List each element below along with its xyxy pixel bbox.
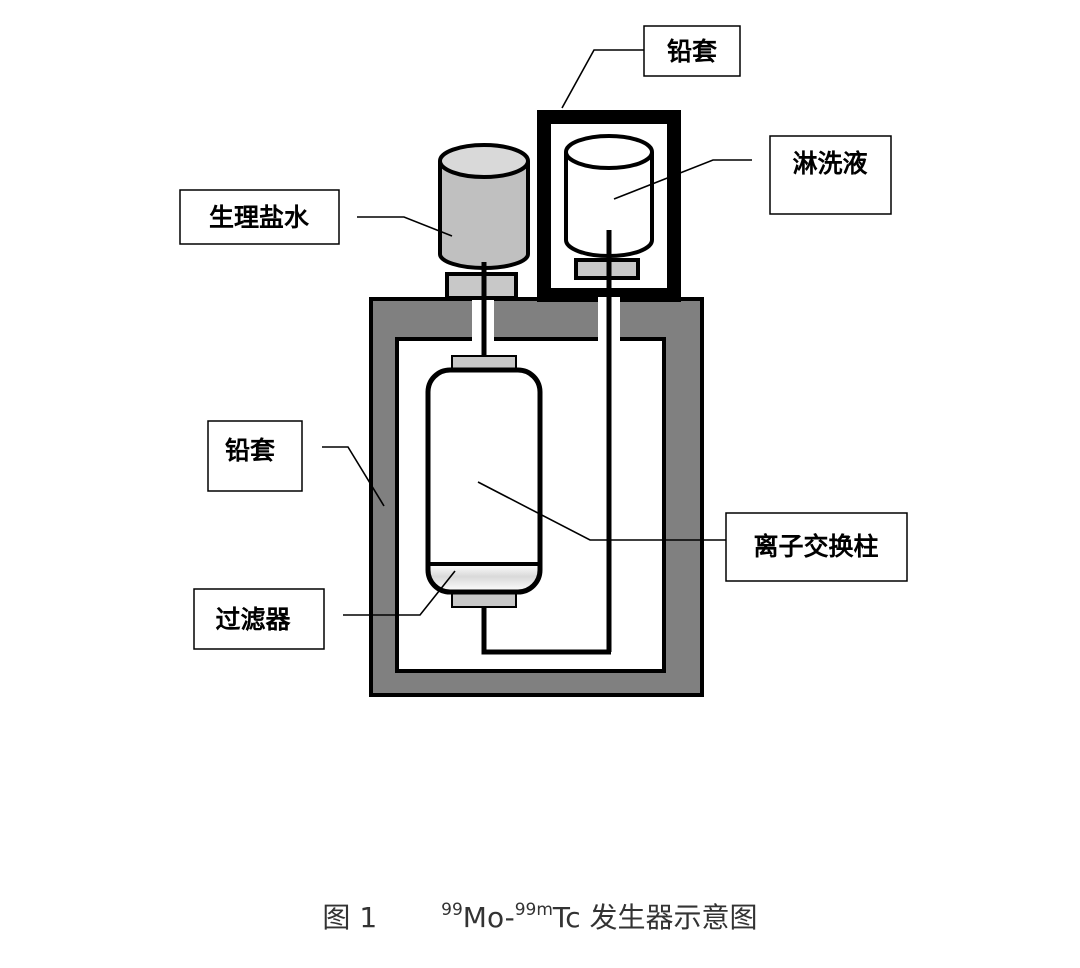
label-lead-shield-top: 铅套 [643,25,741,77]
tc-mass-number: 99m [514,900,553,920]
ion-exchange-column [425,355,543,608]
label-ion-exchange-column-text: 离子交换柱 [753,532,878,561]
label-eluent: 淋洗液 [769,135,892,215]
label-filter-text: 过滤器 [215,605,291,634]
filter-layer [428,564,540,592]
label-eluent-text: 淋洗液 [792,149,867,178]
parent-nuclide: Mo- [462,901,515,934]
label-lead-shield-top-text: 铅套 [667,37,718,66]
label-filter: 过滤器 [193,588,325,650]
mo-mass-number: 99 [441,900,463,920]
figure-caption: 图 1 99Mo-99mTc 发生器示意图 [0,896,1080,936]
label-saline: 生理盐水 [179,189,340,245]
label-saline-text: 生理盐水 [209,203,310,232]
daughter-nuclide: Tc [552,901,581,934]
leader-lines [322,49,752,616]
label-lead-shield-side: 铅套 [207,420,303,492]
label-ion-exchange-column: 离子交换柱 [725,512,908,582]
label-lead-shield-side-text: 铅套 [225,436,276,465]
figure-number: 图 1 [322,901,378,934]
caption-description: 发生器示意图 [580,901,758,934]
